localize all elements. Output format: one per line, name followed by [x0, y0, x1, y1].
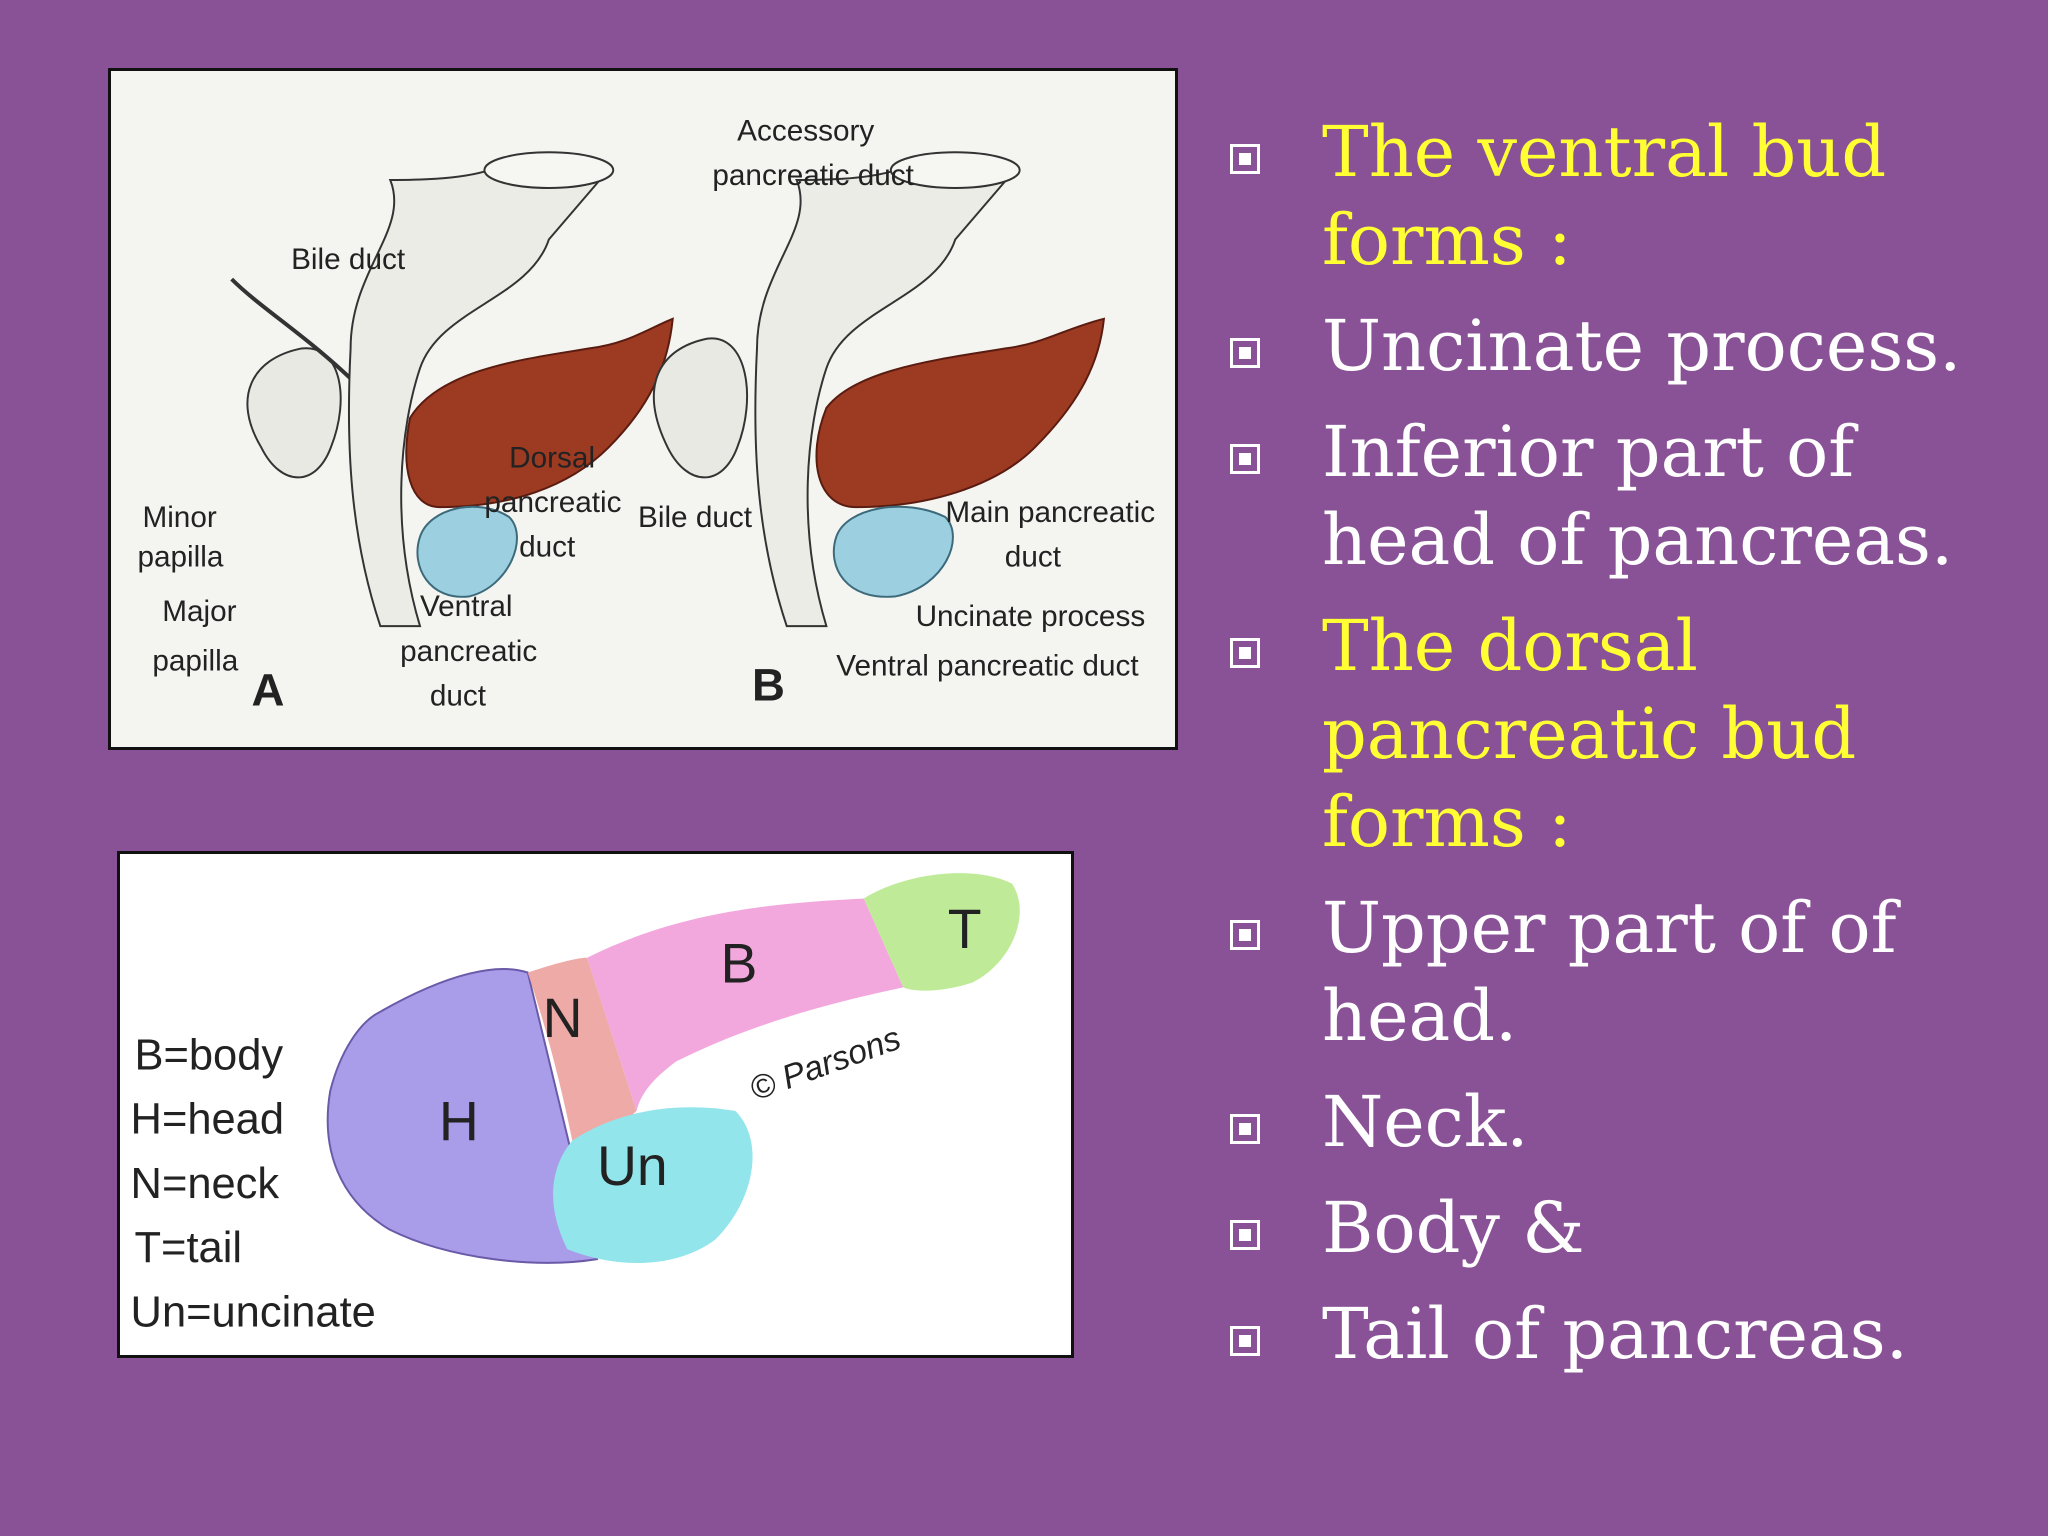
label-minor-papilla-a-2: papilla	[137, 541, 223, 574]
ventral-pancreas-b	[832, 505, 954, 598]
bullet-text: Tail of pancreas.	[1322, 1293, 1908, 1375]
panel-b: Accessory pancreatic duct Bile duct Main…	[638, 114, 1155, 710]
square-bullet-icon	[1230, 1114, 1260, 1144]
ventral-pancreas-a	[416, 505, 518, 598]
square-bullet-icon	[1230, 144, 1260, 174]
bullet-item: Inferior part of head of pancreas.	[1230, 408, 2030, 584]
pancreas-parts-figure: H N B T Un © Parsons B=body H=head N=nec…	[117, 851, 1074, 1358]
region-label-h: H	[439, 1091, 479, 1153]
pancreas-parts-illustration: H N B T Un © Parsons B=body H=head N=nec…	[131, 873, 1020, 1336]
bile-duct-branch-a	[230, 277, 362, 390]
bullet-list: The ventral bud forms : Uncinate process…	[1230, 108, 2030, 1396]
bullet-text: Body &	[1322, 1187, 1585, 1269]
square-bullet-icon	[1230, 338, 1260, 368]
label-accessory-b-1: Accessory	[737, 114, 874, 147]
label-accessory-b-2: pancreatic duct	[712, 159, 914, 192]
square-bullet-icon	[1230, 1220, 1260, 1250]
square-bullet-icon	[1230, 920, 1260, 950]
panel-a: Bile duct Minor papilla Major papilla Do…	[137, 151, 674, 715]
bullet-item: Body &	[1230, 1184, 2030, 1272]
label-major-papilla-a-2: papilla	[152, 645, 238, 678]
label-dorsal-a-2: pancreatic	[484, 486, 621, 519]
bullet-item: Uncinate process.	[1230, 302, 2030, 390]
label-main-duct-b-2: duct	[1005, 541, 1062, 574]
bullet-item: Upper part of of head.	[1230, 884, 2030, 1060]
legend-item: B=body	[135, 1031, 284, 1079]
label-dorsal-a-1: Dorsal	[509, 441, 595, 474]
panel-letter-b: B	[752, 659, 785, 710]
bullet-text: Inferior part of head of pancreas.	[1322, 411, 1954, 581]
label-ventral-b: Ventral pancreatic duct	[836, 650, 1139, 683]
region-tail	[863, 873, 1020, 991]
legend-item: H=head	[131, 1096, 284, 1144]
label-major-papilla-a-1: Major	[162, 595, 236, 628]
region-label-n: N	[543, 987, 583, 1049]
pancreas-development-illustration: Bile duct Minor papilla Major papilla Do…	[137, 114, 1155, 715]
label-ventral-a-1: Ventral	[420, 590, 513, 623]
legend: B=body H=head N=neck T=tail Un=uncinate	[131, 1031, 376, 1336]
duodenum-opening-a	[483, 151, 615, 189]
legend-item: T=tail	[135, 1224, 243, 1272]
duodenum-opening-b	[889, 151, 1021, 189]
dorsal-pancreas-a	[405, 317, 674, 509]
label-dorsal-a-3: duct	[519, 531, 576, 564]
label-bile-duct-a: Bile duct	[291, 243, 406, 276]
region-neck	[527, 957, 637, 1141]
label-bile-duct-b: Bile duct	[638, 501, 753, 534]
region-label-t: T	[948, 898, 982, 960]
square-bullet-icon	[1230, 1326, 1260, 1356]
region-label-un: Un	[597, 1135, 668, 1197]
bullet-item: The dorsal pancreatic bud forms :	[1230, 602, 2030, 866]
region-uncinate	[553, 1107, 753, 1264]
bullet-item: The ventral bud forms :	[1230, 108, 2030, 284]
square-bullet-icon	[1230, 638, 1260, 668]
bullet-text: Uncinate process.	[1322, 305, 1962, 387]
gallbladder-b	[652, 337, 749, 479]
bullet-text: Neck.	[1322, 1081, 1529, 1163]
bullet-text: The dorsal pancreatic bud forms :	[1322, 605, 1857, 863]
region-head	[326, 968, 599, 1264]
region-label-b: B	[721, 932, 758, 994]
region-body	[587, 898, 904, 1111]
dorsal-pancreas-b	[815, 317, 1106, 509]
bullet-text: Upper part of of head.	[1322, 887, 1897, 1057]
label-ventral-a-2: pancreatic	[400, 635, 537, 668]
label-minor-papilla-a-1: Minor	[142, 501, 216, 534]
square-bullet-icon	[1230, 444, 1260, 474]
panel-letter-a: A	[251, 664, 284, 715]
gallbladder-a	[246, 347, 342, 479]
label-ventral-a-3: duct	[430, 679, 487, 712]
legend-item: Un=uncinate	[131, 1288, 376, 1336]
bullet-item: Neck.	[1230, 1078, 2030, 1166]
label-main-duct-b-1: Main pancreatic	[945, 496, 1155, 529]
legend-item: N=neck	[131, 1160, 280, 1208]
pancreas-development-figure: Bile duct Minor papilla Major papilla Do…	[108, 68, 1178, 750]
bullet-text: The ventral bud forms :	[1322, 111, 1887, 281]
artist-signature: © Parsons	[745, 1020, 906, 1109]
bullet-item: Tail of pancreas.	[1230, 1290, 2030, 1378]
label-uncinate-b: Uncinate process	[916, 600, 1146, 633]
